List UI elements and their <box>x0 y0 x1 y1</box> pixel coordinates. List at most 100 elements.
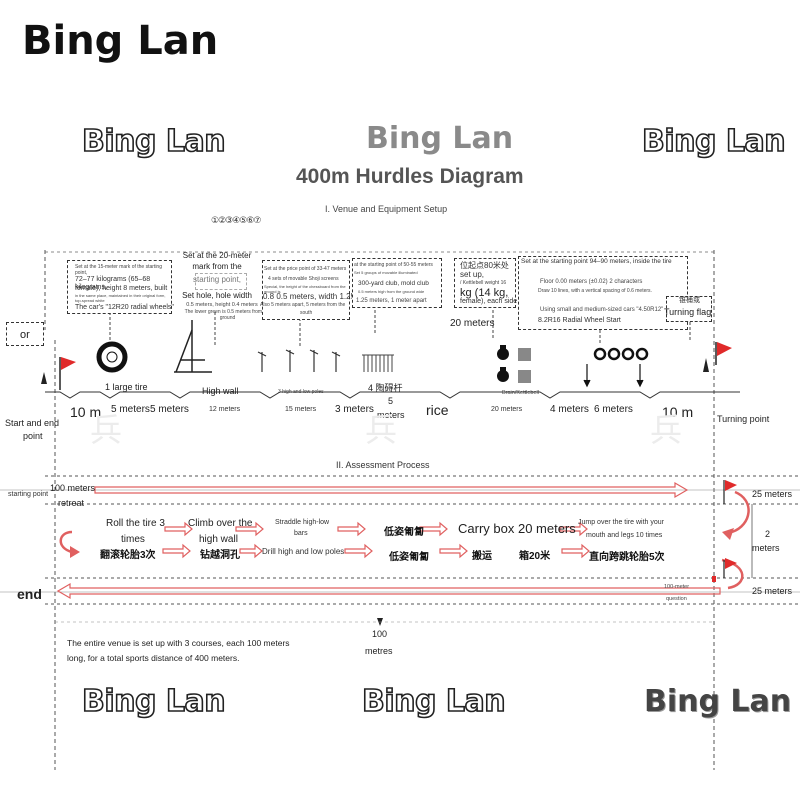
high-wall-icon <box>174 320 212 373</box>
label-start-end: Start and end <box>5 418 60 428</box>
process-q100: 100-meter <box>664 584 690 590</box>
kettle-callout-line1: 位起点80米处 <box>460 261 509 270</box>
turn-flag-icon <box>717 342 732 356</box>
watermark-bottom-right: Bing Lan <box>644 684 792 719</box>
process-cn-carry: 搬运 <box>472 551 492 562</box>
diagram-title: 400m Hurdles Diagram <box>296 165 524 188</box>
numbering-circles: ①②③④⑤⑥⑦ <box>211 215 261 225</box>
section-2-heading: II. Assessment Process <box>336 460 430 470</box>
wall-callout-line2: mark from the <box>192 262 242 271</box>
process-roll-tire2: times <box>121 534 145 545</box>
label-turning-point: Turning point <box>717 414 770 424</box>
arrow-row1 <box>94 481 689 499</box>
flag-callout-line2: Turning flag <box>664 307 712 317</box>
wall-callout <box>195 273 247 290</box>
high-low-poles-icon <box>257 349 341 372</box>
process-row1-sub: retreat <box>58 498 85 508</box>
net-callout-line5: 1.25 meters, 1 meter apart <box>356 298 427 304</box>
ghost-watermark-1: 兵 <box>90 411 123 449</box>
process-cn-climb: 钻越洞孔 <box>200 550 240 561</box>
process-roll-tire: Roll the tire 3 <box>106 518 165 529</box>
tire2-callout-line1: Set at the starting point 94–90 meters, … <box>521 258 672 265</box>
kettle-callout <box>454 258 516 308</box>
label-ditch: 4 陶碍杆 <box>368 383 403 393</box>
process-straddle2: bars <box>294 530 308 537</box>
process-25m-a: 25 meters <box>752 489 793 499</box>
kettle-callout-line4: kg (14 kg, <box>460 287 509 299</box>
poles-callout-line6: south <box>300 310 313 316</box>
kettle-callout-line5: female), each side <box>460 298 518 305</box>
process-end: end <box>17 586 42 602</box>
bottom-100: 100 <box>372 629 388 639</box>
tire-callout-line2: 72–77 kilograms (65–68 kilograms, <box>75 276 151 292</box>
label-point: point <box>23 431 43 441</box>
summary-line2: long, for a total sports distance of 400… <box>67 653 240 663</box>
ditch-poles-icon <box>362 354 394 372</box>
tire-callout-line3: female), height 8 meters, built <box>75 285 168 292</box>
poles-callout-line4: 0.8 0.5 meters, width 1.25 <box>263 292 356 301</box>
cone-left-icon <box>41 372 47 384</box>
process-cn-jump: 直向跨跳轮胎5次 <box>589 552 665 563</box>
net-callout-line2: Set 5 groups of movable illuminated <box>354 270 418 275</box>
tire-callout-line4: The car's "12R20 radial wheels" <box>75 304 174 311</box>
tire-callout-fine: in the same place, maintained in their o… <box>75 293 166 303</box>
process-low-crawl: 低姿匍匐 <box>384 527 424 538</box>
poles-callout-line2: 4 sets of movable Shoji screens <box>268 276 339 282</box>
process-climb-wall: Climb over the <box>188 518 253 529</box>
watermark-top-right: Bing Lan <box>641 123 786 160</box>
process-cn-carry2: 箱20米 <box>519 551 551 562</box>
poles-callout-line3: Special, the height of the chessboard fr… <box>264 284 346 294</box>
label-brain: Brain/Kettlebell <box>502 390 539 396</box>
dist-12m: 12 meters <box>209 406 241 413</box>
kettle-callout-line6: 20 meters <box>450 318 495 329</box>
watermark-top-left: Bing Lan <box>81 123 226 160</box>
middle-row-arrows <box>162 521 590 559</box>
wall-callout-line1: Set at the 20-meter <box>182 251 252 260</box>
watermark-bottom-left: Bing Lan <box>81 683 226 720</box>
wall-callout-line4: Set hole, hole width <box>182 291 252 300</box>
brand-logo: Bing Lan <box>22 18 219 64</box>
process-row1-label: 100 meters <box>50 483 96 493</box>
process-cn-roll: 翻滚轮胎3次 <box>100 550 156 561</box>
kettlebell-icon <box>497 345 509 382</box>
left-callout-line1: or <box>20 329 30 341</box>
net-callout <box>352 258 442 308</box>
process-jump-tire: Jump over the tire with your <box>578 519 664 526</box>
tire-callout <box>67 260 172 314</box>
kettle-callout-line2: set up, <box>460 270 485 279</box>
box-icon <box>518 348 531 361</box>
process-25m-b: 25 meters <box>752 586 793 596</box>
dist-4m: 4 meters <box>550 404 589 415</box>
label-high-low-poles: 3 high and low poles <box>278 389 324 395</box>
process-carry-box: Carry box 20 meters <box>458 521 576 536</box>
large-tire-icon <box>96 341 128 373</box>
start-flag-icon <box>61 357 76 370</box>
dist-3m: 3 meters <box>335 404 374 415</box>
tire2-callout-line3: Draw 10 lines, with a vertical spacing o… <box>538 288 652 294</box>
left-callout <box>6 322 44 346</box>
ghost-watermark-2: 兵 <box>365 411 398 449</box>
wall-callout-line3: starting point, <box>192 275 242 284</box>
dist-20m: 20 meters <box>491 406 523 413</box>
arrow-row3 <box>56 582 721 600</box>
summary-line1: The entire venue is set up with 3 course… <box>67 638 290 648</box>
process-straddle: Straddle high-low <box>275 519 330 526</box>
dist-10m-right: 10 m <box>662 404 694 420</box>
net-callout-line1: at the starting point of 50-55 meters <box>354 262 433 268</box>
process-2: 2 <box>765 529 771 539</box>
watermark-top-center: Bing Lan <box>366 121 514 156</box>
process-climb-wall2: high wall <box>199 534 238 545</box>
process-2-meters: meters <box>752 543 780 553</box>
wall-callout-fine: The lower green is 0.5 meters from the g… <box>184 309 271 322</box>
tire2-callout-line4: Using small and medium-sized cars "4.50R… <box>540 307 664 313</box>
net-callout-line3: 300-yard club, mold club <box>358 280 429 287</box>
process-drill-poles: Drill high and low poles <box>262 547 345 556</box>
dist-5m-a: 5 meters <box>111 404 150 415</box>
dist-10m-left: 10 m <box>70 404 102 420</box>
poles-callout-line5: Also 5 meters apart, 5 meters from the <box>260 302 346 308</box>
cone-right-icon <box>703 358 709 372</box>
tire2-callout <box>518 256 688 330</box>
label-high-wall: High wall <box>202 386 239 396</box>
box-icon-2 <box>518 370 531 383</box>
